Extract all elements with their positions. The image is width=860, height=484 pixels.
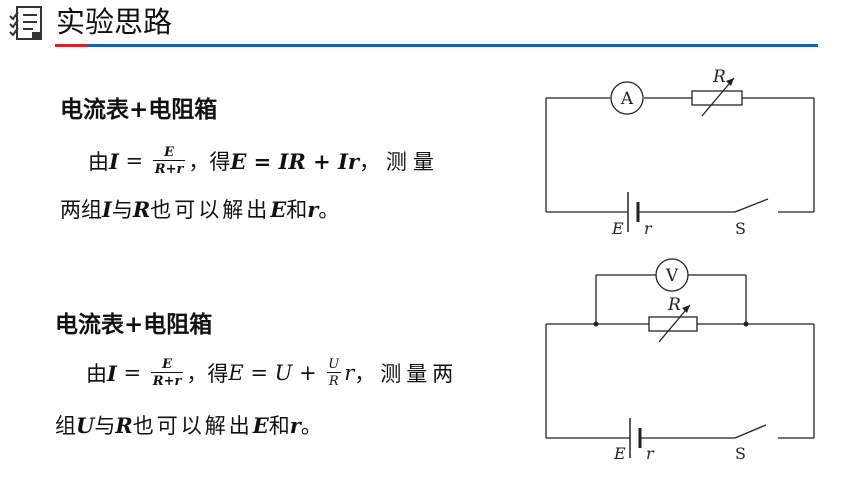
voltmeter-label: V	[665, 266, 679, 286]
junction-dot	[593, 321, 599, 327]
switch-label: S	[735, 219, 746, 238]
arrowhead-icon	[682, 305, 690, 313]
section2-line2: 组 U 与 R 也可以解出 E 和 r 。	[55, 408, 322, 442]
section2-line1: 由 I = E R+r ，得 E = U + U R r ，测量两	[86, 350, 458, 396]
switch-lever	[734, 198, 769, 213]
resistor-arrow	[701, 77, 735, 117]
arrowhead-icon	[726, 78, 734, 86]
math-var: E	[252, 412, 269, 438]
circuit-diagram-voltmeter: V R E r S	[545, 258, 815, 463]
emf-label: E	[611, 219, 624, 238]
math-var: r	[289, 412, 301, 438]
text-segment: 。	[300, 414, 322, 438]
text-segment: 和	[268, 414, 290, 438]
math-equation: E = IR + Ir	[230, 148, 359, 174]
math-eq: =	[118, 149, 150, 173]
math-var: E	[270, 196, 287, 222]
internal-resistance-label: r	[644, 219, 653, 238]
fraction-denominator: R	[326, 372, 341, 389]
fraction-numerator: E	[164, 145, 175, 160]
text-segment: 和	[286, 198, 308, 222]
text-segment: 与	[111, 198, 133, 222]
voltmeter	[655, 258, 689, 292]
text-segment: ，得	[188, 150, 231, 174]
text-segment: ，测量	[358, 150, 440, 174]
text-segment: 两组	[60, 198, 102, 222]
section2-heading: 电流表+电阻箱	[55, 312, 213, 338]
fraction-numerator: U	[328, 357, 340, 372]
ammeter-label: A	[620, 89, 634, 109]
emf-label: E	[613, 444, 626, 463]
text-segment: ，测量两	[354, 362, 459, 386]
fraction-denominator: R+r	[152, 160, 186, 177]
fraction-denominator: R+r	[150, 372, 184, 389]
text-segment: 也可以解出	[132, 414, 253, 438]
title-underline	[55, 44, 818, 47]
text-segment: 由	[86, 362, 107, 386]
math-var: R	[115, 412, 133, 438]
fraction: E R+r	[150, 357, 184, 389]
resistor-label: R	[667, 295, 681, 315]
circuit-diagram-ammeter: A R E r S	[545, 67, 815, 238]
text-segment: 由	[88, 150, 109, 174]
switch-label: S	[735, 444, 746, 463]
text-segment: 也可以解出	[150, 198, 271, 222]
math-var: U	[76, 412, 95, 438]
math-var: r	[307, 196, 319, 222]
fraction: E R+r	[152, 145, 186, 177]
internal-resistance-label: r	[646, 444, 655, 463]
variable-resistor	[648, 316, 698, 332]
section1-line1: 由 I = E R+r ，得 E = IR + Ir ，测量	[88, 138, 440, 184]
page-title: 实验思路	[56, 5, 173, 39]
text-segment: 组	[55, 414, 76, 438]
math-var: I	[102, 196, 112, 222]
math-var: I	[109, 148, 119, 174]
math-equation: E = U +	[228, 361, 324, 385]
fraction-numerator: E	[162, 357, 173, 372]
math-eq: =	[116, 361, 148, 385]
math-var: r	[344, 361, 355, 385]
fraction: U R	[326, 358, 341, 388]
text-segment: 与	[94, 414, 116, 438]
math-var: I	[107, 360, 117, 386]
section1-line2: 两组 I 与 R 也可以解出 E 和 r 。	[60, 192, 339, 226]
text-segment: ，得	[186, 362, 229, 386]
checklist-icon	[9, 6, 42, 40]
section1-heading: 电流表+电阻箱	[60, 97, 218, 123]
resistor-arrow	[658, 304, 691, 343]
switch-lever	[734, 424, 767, 439]
junction-dot	[743, 321, 749, 327]
ammeter	[610, 81, 644, 115]
text-segment: 。	[318, 198, 340, 222]
title-underline-accent	[55, 44, 87, 47]
math-var: R	[132, 196, 151, 222]
resistor-label: R	[712, 67, 726, 87]
